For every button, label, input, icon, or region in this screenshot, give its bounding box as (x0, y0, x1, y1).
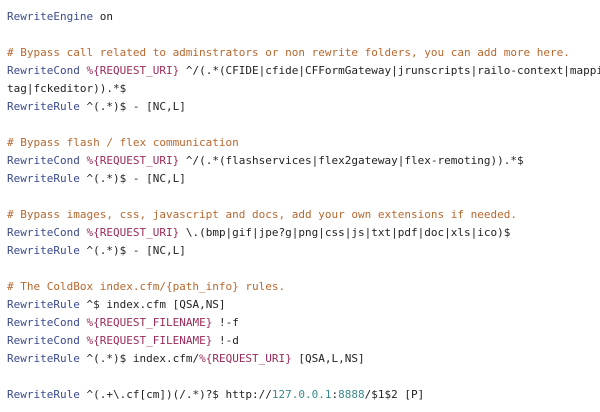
keyword-token: RewriteRule (7, 298, 80, 311)
keyword-token: RewriteCond (7, 316, 80, 329)
code-line: # Bypass flash / flex communication (7, 134, 600, 152)
keyword-token: RewriteRule (7, 172, 80, 185)
text-token: !-f (212, 316, 239, 329)
text-token: ^(.+\.cf[cm])(/.*)?$ http:// (79, 388, 272, 401)
keyword-token: RewriteEngine (7, 10, 94, 23)
comment-token: # Bypass images, css, javascript and doc… (7, 208, 517, 221)
keyword-token: RewriteRule (7, 100, 80, 113)
text-token: /$1$2 [P] (364, 388, 425, 401)
number-token: 8888 (338, 388, 365, 401)
variable-token: %{REQUEST_URI} (86, 226, 180, 239)
keyword-token: RewriteRule (7, 352, 80, 365)
code-line: RewriteCond %{REQUEST_FILENAME} !-d (7, 332, 600, 350)
code-line: RewriteRule ^(.*)$ - [NC,L] (7, 242, 600, 260)
text-token: !-d (212, 334, 239, 347)
variable-token: %{REQUEST_URI} (199, 352, 292, 365)
code-line: RewriteRule ^(.+\.cf[cm])(/.*)?$ http://… (7, 386, 600, 404)
code-line (7, 26, 600, 44)
code-line: RewriteCond %{REQUEST_URI} ^/(.*(flashse… (7, 152, 600, 170)
keyword-token: RewriteCond (7, 226, 80, 239)
text-token: ^/(.*(flashservices|flex2gateway|flex-re… (179, 154, 524, 167)
text-token: ^(.*)$ - [NC,L] (79, 244, 186, 257)
text-token: on (93, 10, 113, 23)
code-line: RewriteRule ^(.*)$ - [NC,L] (7, 98, 600, 116)
keyword-token: RewriteCond (7, 154, 80, 167)
text-token: ^(.*)$ index.cfm/ (79, 352, 200, 365)
text-token: ^(.*)$ - [NC,L] (79, 100, 186, 113)
text-token: ^$ index.cfm [QSA,NS] (79, 298, 226, 311)
variable-token: %{REQUEST_URI} (86, 64, 180, 77)
code-line: RewriteRule ^(.*)$ index.cfm/%{REQUEST_U… (7, 350, 600, 368)
code-line (7, 260, 600, 278)
keyword-token: RewriteCond (7, 334, 80, 347)
code-line: RewriteCond %{REQUEST_FILENAME} !-f (7, 314, 600, 332)
keyword-token: RewriteRule (7, 244, 80, 257)
keyword-token: RewriteRule (7, 388, 80, 401)
code-line: RewriteCond %{REQUEST_URI} \.(bmp|gif|jp… (7, 224, 600, 242)
variable-token: %{REQUEST_FILENAME} (86, 316, 213, 329)
keyword-token: RewriteCond (7, 64, 80, 77)
code-line: RewriteRule ^$ index.cfm [QSA,NS] (7, 296, 600, 314)
code-line: # Bypass images, css, javascript and doc… (7, 206, 600, 224)
code-line (7, 188, 600, 206)
comment-token: # The ColdBox index.cfm/{path_info} rule… (7, 280, 286, 293)
code-line: # The ColdBox index.cfm/{path_info} rule… (7, 278, 600, 296)
text-token: \.(bmp|gif|jpe?g|png|css|js|txt|pdf|doc|… (179, 226, 511, 239)
code-line: tag|fckeditor)).*$ (7, 80, 600, 98)
code-line (7, 368, 600, 386)
number-token: 127.0.0.1 (271, 388, 332, 401)
text-token: [QSA,L,NS] (291, 352, 365, 365)
variable-token: %{REQUEST_URI} (86, 154, 180, 167)
code-line: # Bypass call related to adminstrators o… (7, 44, 600, 62)
text-token: ^/(.*(CFIDE|cfide|CFFormGateway|jrunscri… (179, 64, 600, 77)
code-line (7, 116, 600, 134)
code-line: RewriteRule ^(.*)$ - [NC,L] (7, 170, 600, 188)
comment-token: # Bypass call related to adminstrators o… (7, 46, 570, 59)
variable-token: %{REQUEST_FILENAME} (86, 334, 213, 347)
text-token: ^(.*)$ - [NC,L] (79, 172, 186, 185)
text-token: tag|fckeditor)).*$ (7, 82, 127, 95)
code-line: RewriteCond %{REQUEST_URI} ^/(.*(CFIDE|c… (7, 62, 600, 80)
code-line: RewriteEngine on (7, 8, 600, 26)
text-token: : (331, 388, 339, 401)
comment-token: # Bypass flash / flex communication (7, 136, 239, 149)
